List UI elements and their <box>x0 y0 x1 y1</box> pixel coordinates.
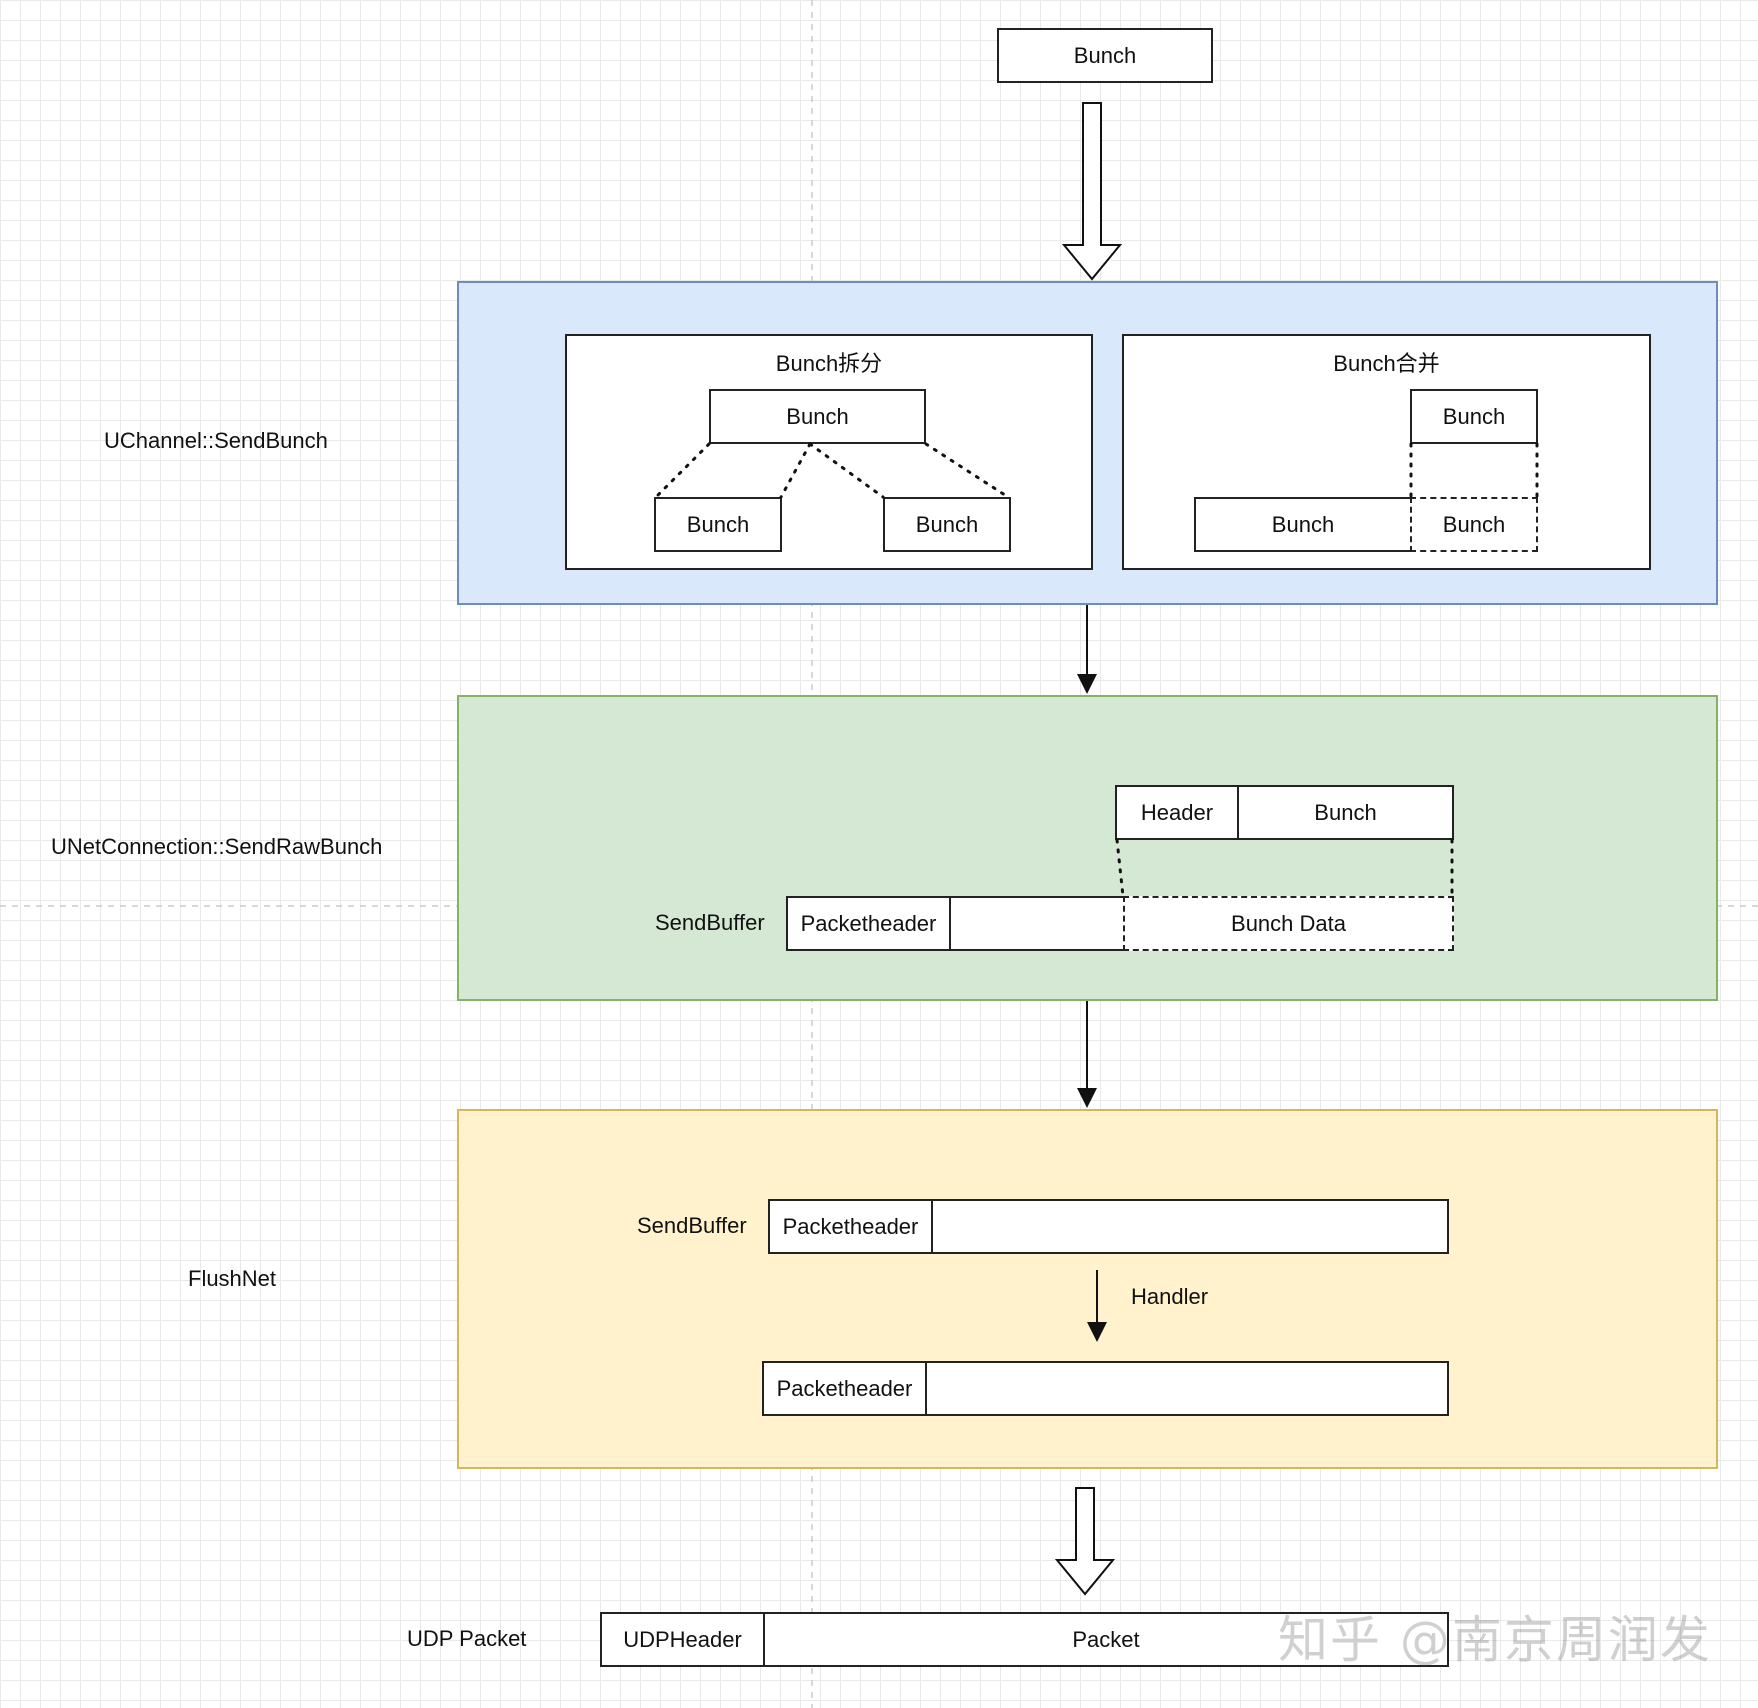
udp-packet-row: UDPHeader Packet <box>600 1612 1449 1667</box>
top-bunch-box[interactable]: Bunch <box>997 28 1213 83</box>
hollow-arrow-down-1 <box>1061 102 1123 281</box>
flush-sendbuffer-row: Packetheader <box>768 1199 1449 1254</box>
hollow-arrow-down-2 <box>1054 1487 1116 1596</box>
connection-sendbuffer-label: SendBuffer <box>655 910 765 935</box>
split-dotted-lines <box>654 442 1010 499</box>
watermark: 知乎 @南京周润发 <box>1278 1611 1712 1669</box>
split-left-bunch[interactable]: Bunch <box>654 497 782 552</box>
merge-dotted-lines <box>1409 442 1539 499</box>
udp-side-label: UDP Packet <box>407 1626 527 1651</box>
flush-sendbuffer-label: SendBuffer <box>637 1213 747 1238</box>
handler-label: Handler <box>1131 1284 1209 1309</box>
merge-bottom-left-bunch[interactable]: Bunch <box>1194 497 1412 552</box>
split-right-bunch[interactable]: Bunch <box>883 497 1011 552</box>
connection-dotted-lines <box>1115 838 1454 898</box>
connection-header[interactable]: Header <box>1117 787 1239 838</box>
connection-side-label: UNetConnection::SendRawBunch <box>51 834 383 859</box>
merge-bottom-right-bunch[interactable]: Bunch <box>1410 497 1538 552</box>
udp-packet-cell[interactable]: Packet <box>1072 1626 1140 1652</box>
connection-bunch[interactable]: Bunch <box>1314 799 1377 825</box>
connection-bunch-data[interactable]: Bunch Data <box>1123 896 1454 951</box>
flush-packetheader-1[interactable]: Packetheader <box>770 1201 933 1252</box>
merge-title: Bunch合并 <box>1333 351 1440 376</box>
flush-output-row: Packetheader <box>762 1361 1449 1416</box>
udp-header-cell[interactable]: UDPHeader <box>602 1614 765 1665</box>
merge-top-bunch[interactable]: Bunch <box>1410 389 1538 444</box>
connection-packetheader[interactable]: Packetheader <box>788 898 951 949</box>
flush-side-label: FlushNet <box>188 1266 277 1291</box>
channel-side-label: UChannel::SendBunch <box>104 428 328 453</box>
connection-header-bunch-row: Header Bunch <box>1115 785 1454 840</box>
connection-sendbuffer-row: Packetheader <box>786 896 1125 951</box>
split-parent-bunch[interactable]: Bunch <box>709 389 926 444</box>
split-title: Bunch拆分 <box>775 351 883 376</box>
flush-packetheader-2[interactable]: Packetheader <box>764 1363 927 1414</box>
